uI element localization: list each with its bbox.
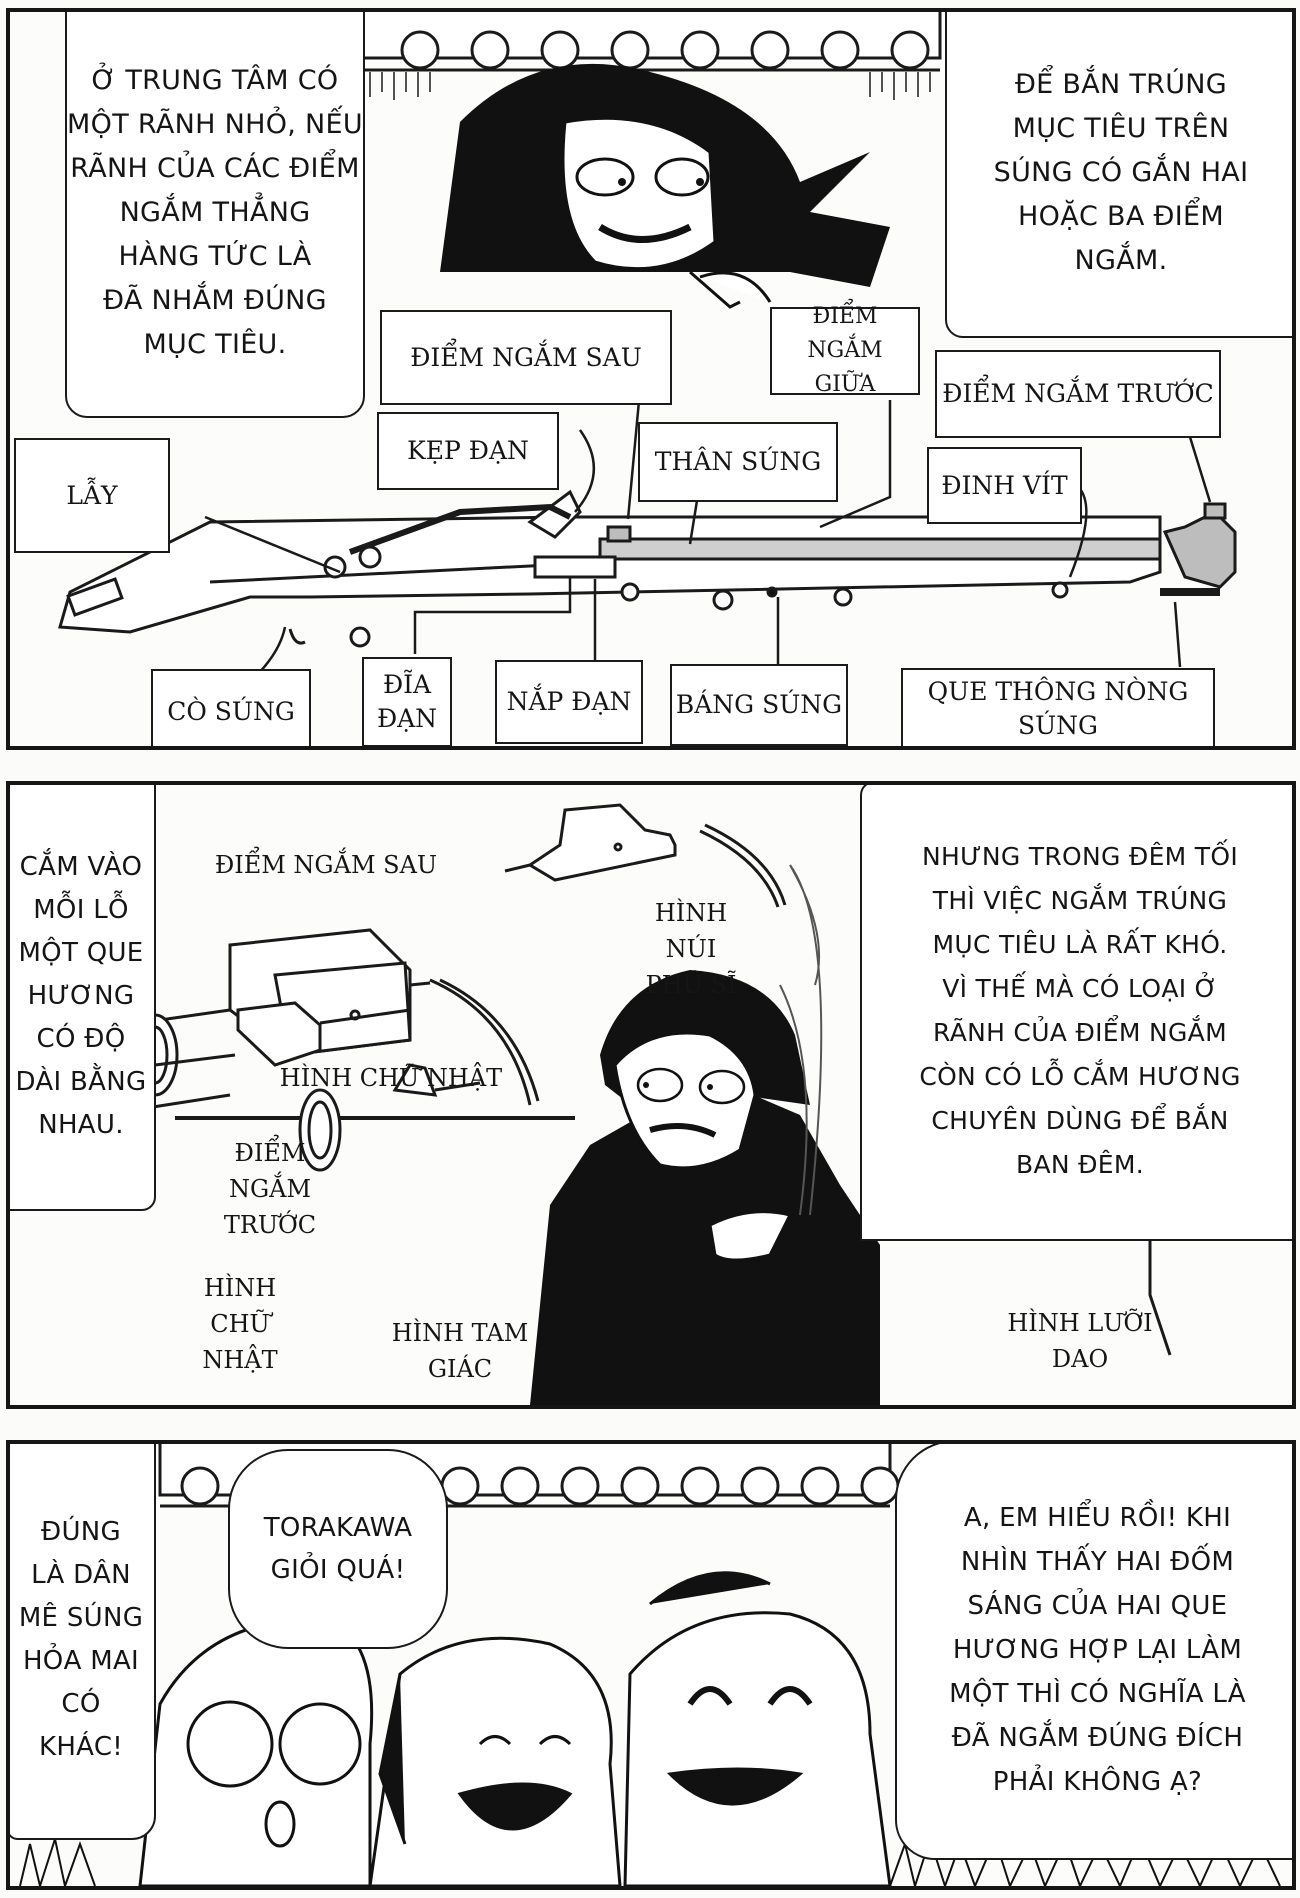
label-ramrod: QUE THÔNG NÒNG SÚNG bbox=[901, 668, 1215, 746]
speech-bubble-right: ĐỂ BẮN TRÚNG MỤC TIÊU TRÊN SÚNG CÓ GẮN H… bbox=[945, 12, 1292, 338]
label-pan: ĐĨA ĐẠN bbox=[362, 657, 452, 746]
label-barrel: THÂN SÚNG bbox=[638, 422, 838, 502]
kid-left-glasses bbox=[138, 1617, 374, 1886]
label-screw: ĐINH VÍT bbox=[927, 447, 1082, 524]
panel-3-kids-reaction: ĐÚNG LÀ DÂN MÊ SÚNG HỎA MAI CÓ KHÁC! TOR… bbox=[6, 1440, 1296, 1890]
kid-middle-ponytail bbox=[368, 1636, 622, 1886]
label-pan-cover: NẮP ĐẠN bbox=[495, 660, 643, 744]
label-trigger: CÒ SÚNG bbox=[151, 669, 311, 746]
speech-bubble-left: ĐÚNG LÀ DÂN MÊ SÚNG HỎA MAI CÓ KHÁC! bbox=[10, 1444, 156, 1840]
bubble-text: NHƯNG TRONG ĐÊM TỐI THÌ VIỆC NGẮM TRÚNG … bbox=[919, 842, 1241, 1179]
label-clamp: KẸP ĐẠN bbox=[377, 412, 559, 490]
bubble-text: ĐÚNG LÀ DÂN MÊ SÚNG HỎA MAI CÓ KHÁC! bbox=[18, 1517, 144, 1762]
speech-bubble-right: A, EM HIỂU RỒI! KHI NHÌN THẤY HAI ĐỐM SÁ… bbox=[895, 1444, 1292, 1860]
caption-front-triangle: HÌNH TAM GIÁC bbox=[391, 1319, 529, 1383]
leader-lines bbox=[204, 389, 1212, 678]
bubble-text: A, EM HIỂU RỒI! KHI NHÌN THẤY HAI ĐỐM SÁ… bbox=[949, 1503, 1246, 1797]
panel-2-sight-types: CẮM VÀO MỖI LỖ MỘT QUE HƯƠNG CÓ ĐỘ DÀI B… bbox=[6, 781, 1296, 1409]
panel-1-matchlock-diagram: Ở TRUNG TÂM CÓ MỘT RÃNH NHỎ, NẾU RÃNH CỦ… bbox=[6, 8, 1296, 750]
rear-sight-fuji-drawing bbox=[504, 803, 787, 908]
label-front-sight: ĐIỂM NGẮM TRƯỚC bbox=[935, 350, 1221, 438]
speech-bubble-left: Ở TRUNG TÂM CÓ MỘT RÃNH NHỎ, NẾU RÃNH CỦ… bbox=[65, 12, 365, 418]
bubble-text: TORAKAWA GIỎI QUÁ! bbox=[263, 1513, 413, 1585]
torakawa-character bbox=[440, 63, 890, 309]
roof-tiles bbox=[358, 12, 942, 72]
matchlock-gun bbox=[58, 489, 1237, 648]
caption-front-sight-title: ĐIỂM NGẮM TRƯỚC bbox=[223, 1139, 317, 1239]
caption-rear-fuji: HÌNH NÚI PHÚ SĨ bbox=[645, 899, 737, 999]
front-sight-triangle-drawing bbox=[298, 1063, 481, 1172]
caption-front-blade: HÌNH LƯỠI DAO bbox=[1007, 1309, 1153, 1373]
torakawa-with-incense bbox=[530, 864, 880, 1405]
label-serpentine: LẪY bbox=[14, 438, 170, 553]
caption-rear-rectangle: HÌNH CHỮ NHẬT bbox=[279, 1064, 503, 1092]
bubble-text: CẮM VÀO MỖI LỖ MỘT QUE HƯƠNG CÓ ĐỘ DÀI B… bbox=[15, 851, 147, 1140]
caption-front-rectangle: HÌNH CHỮ NHẬT bbox=[202, 1274, 278, 1374]
speech-bubble-left: CẮM VÀO MỖI LỖ MỘT QUE HƯƠNG CÓ ĐỘ DÀI B… bbox=[10, 785, 156, 1211]
panel-1-artwork bbox=[58, 12, 1237, 678]
kid-right-bandana bbox=[623, 1571, 892, 1886]
label-rear-sight: ĐIỂM NGẮM SAU bbox=[380, 310, 672, 405]
label-stock: BÁNG SÚNG bbox=[670, 664, 848, 746]
speech-bubble-middle: TORAKAWA GIỎI QUÁ! bbox=[228, 1449, 448, 1649]
speech-bubble-right: NHƯNG TRONG ĐÊM TỐI THÌ VIỆC NGẮM TRÚNG … bbox=[860, 785, 1292, 1241]
panel-3-artwork bbox=[19, 1444, 1281, 1886]
bubble-text: ĐỂ BẮN TRÚNG MỤC TIÊU TRÊN SÚNG CÓ GẮN H… bbox=[993, 69, 1249, 276]
label-middle-sight: ĐIỂM NGẮM GIỮA bbox=[770, 304, 920, 397]
bubble-text: Ở TRUNG TÂM CÓ MỘT RÃNH NHỎ, NẾU RÃNH CỦ… bbox=[67, 65, 363, 360]
caption-rear-sight-title: ĐIỂM NGẮM SAU bbox=[214, 851, 438, 879]
